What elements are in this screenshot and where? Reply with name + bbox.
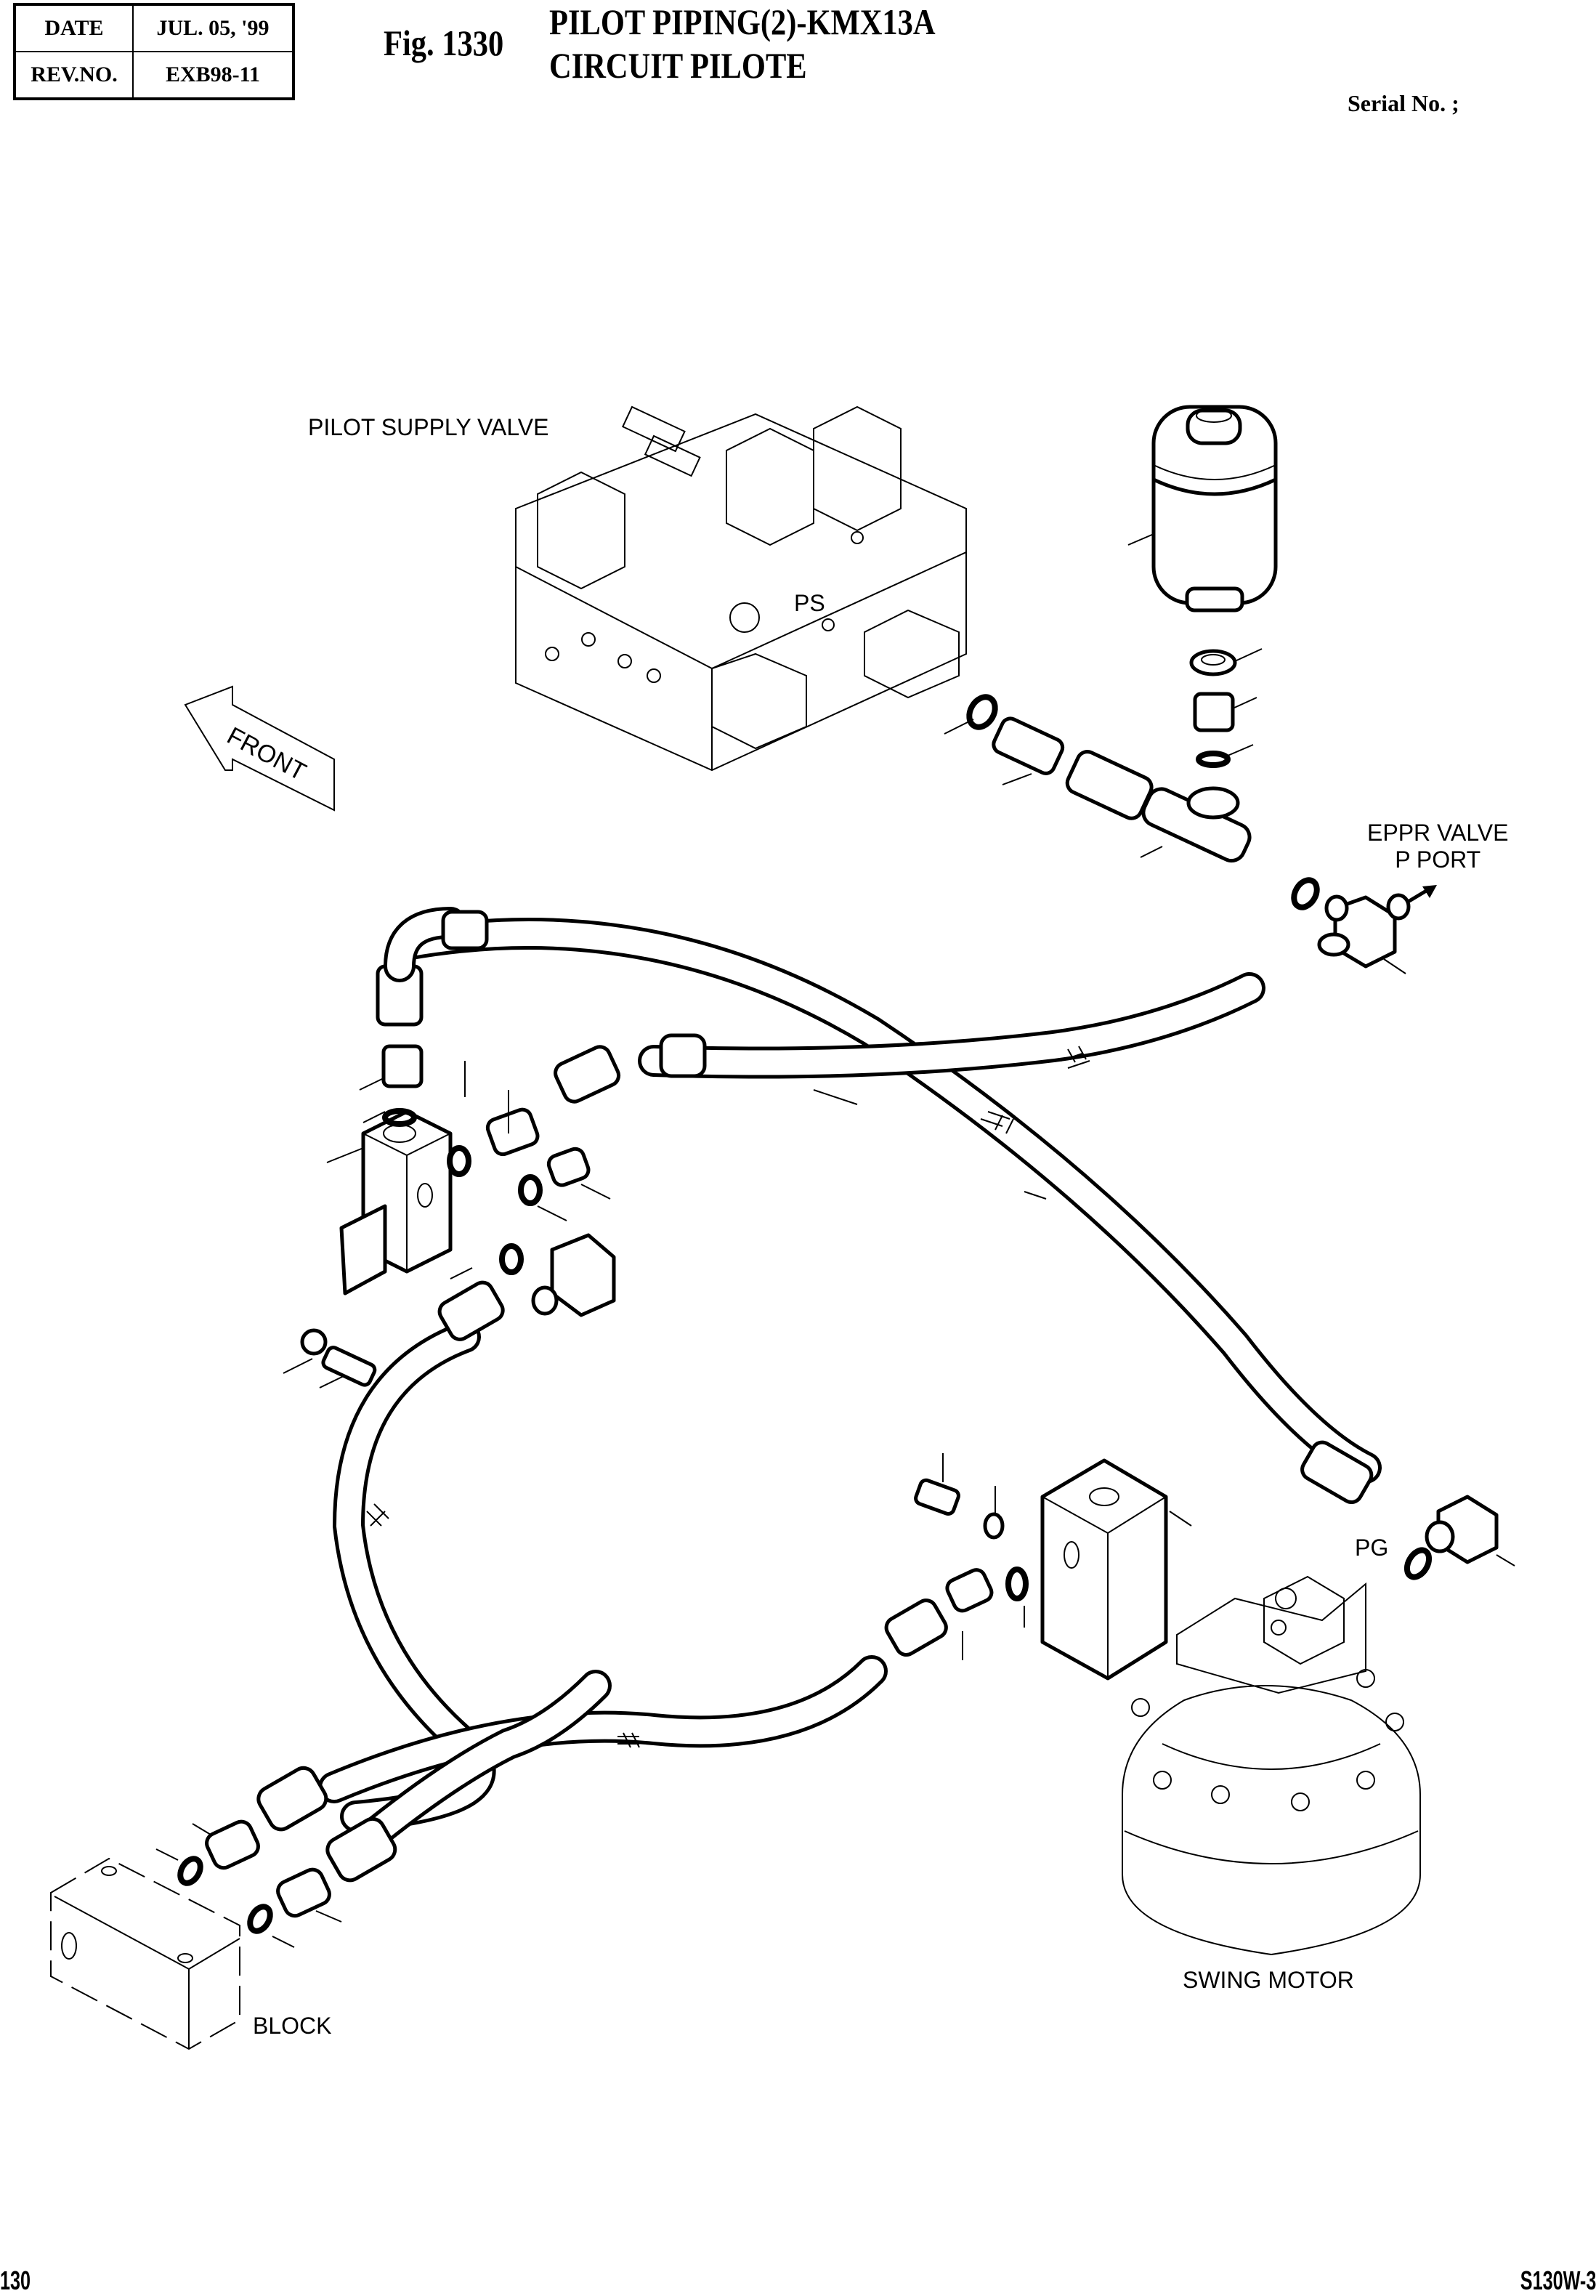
revision-info-table: DATE JUL. 05, '99 REV.NO. EXB98-11 <box>13 3 295 100</box>
title-english: PILOT PIPING(2)-KMX13A <box>549 1 936 42</box>
swing-motor <box>1122 1575 1421 1956</box>
revision-row: REV.NO. EXB98-11 <box>14 51 294 100</box>
hose-upper-cross <box>638 972 1265 1079</box>
page-number: 130 <box>0 2265 31 2295</box>
hose-lower-cross <box>318 1655 888 1803</box>
serial-number-label: Serial No. ; <box>1348 90 1459 116</box>
hose-lower-left <box>332 1321 496 1832</box>
flow-direction-arrow-icon <box>1422 885 1437 898</box>
model-number: S130W-3 <box>1520 2265 1596 2295</box>
distribution-block-upper <box>283 907 1047 1388</box>
pg-port-label: PG <box>1355 1535 1389 1561</box>
accumulator <box>1127 405 1278 768</box>
ps-line-fittings <box>944 694 1252 863</box>
date-label: DATE <box>14 4 134 52</box>
page-title: PILOT PIPING(2)-KMX13A CIRCUIT PILOTE <box>549 0 936 87</box>
block-lower-left <box>50 1766 397 2050</box>
eppr-valve-label-line2: P PORT <box>1395 846 1481 873</box>
date-row: DATE JUL. 05, '99 <box>14 4 294 52</box>
date-value: JUL. 05, '99 <box>132 4 294 52</box>
swing-motor-label: SWING MOTOR <box>1183 1967 1354 1993</box>
distribution-block-lower <box>884 1440 1515 1681</box>
hose-crosshatch-marks <box>366 1046 1090 1748</box>
front-direction-arrow-icon: FRONT <box>184 685 335 812</box>
hose-upper-long <box>391 918 1382 1484</box>
pilot-supply-valve <box>515 405 967 772</box>
hose-lower-swing <box>362 1670 612 1847</box>
ps-port-label: PS <box>794 590 825 616</box>
figure-number: Fig. 1330 <box>384 23 504 63</box>
revision-label: REV.NO. <box>14 51 134 100</box>
revision-value: EXB98-11 <box>132 51 294 100</box>
title-french: CIRCUIT PILOTE <box>549 45 807 86</box>
pilot-supply-valve-label: PILOT SUPPLY VALVE <box>308 414 549 440</box>
eppr-valve-label-line1: EPPR VALVE <box>1367 820 1509 846</box>
eppr-tee-fitting <box>1291 877 1437 974</box>
eppr-valve-label: EPPR VALVE P PORT <box>1367 820 1508 873</box>
block-label: BLOCK <box>253 2013 332 2039</box>
